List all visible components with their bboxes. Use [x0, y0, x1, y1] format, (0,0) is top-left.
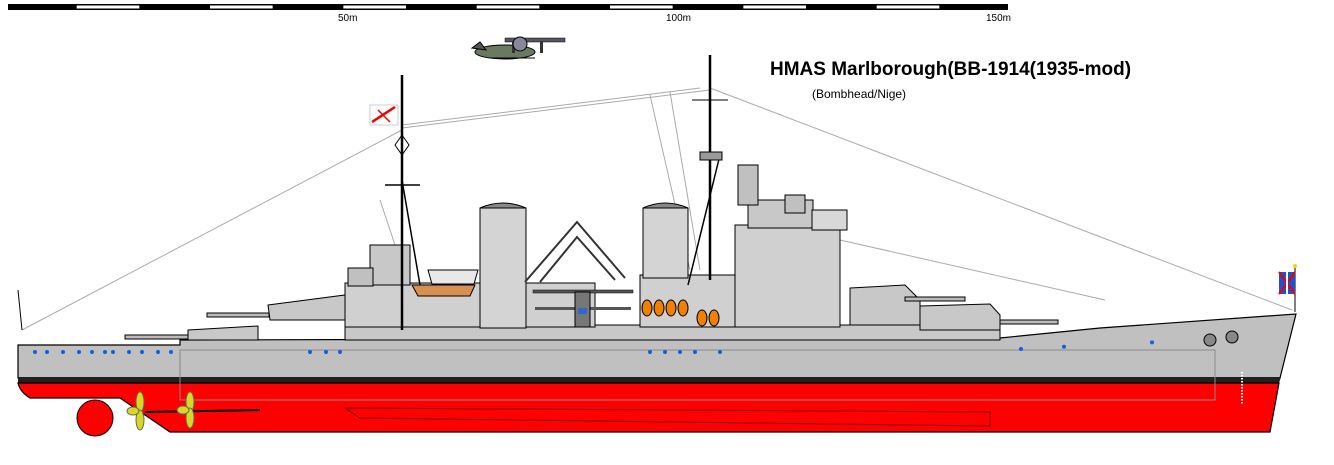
carley-float	[665, 299, 677, 317]
turret-b	[919, 303, 1059, 331]
scale-bar: 50m 100m 150m	[8, 4, 1011, 24]
scale-segment	[343, 5, 406, 9]
white-ensign-flag	[369, 104, 399, 126]
turret-a	[849, 284, 966, 326]
porthole	[77, 350, 81, 354]
propeller-icon	[176, 391, 195, 429]
propeller-shaft	[144, 409, 261, 413]
scale-label-50m: 50m	[338, 13, 357, 24]
porthole	[678, 350, 682, 354]
porthole	[45, 350, 49, 354]
porthole	[90, 350, 94, 354]
aft-control-position	[369, 244, 411, 286]
stern-flagstaff	[17, 289, 23, 331]
carley-float	[641, 299, 653, 317]
scale-segment	[743, 5, 806, 9]
scale-segment	[476, 5, 540, 9]
porthole	[1019, 346, 1023, 351]
carley-float	[653, 299, 665, 317]
ships-boat	[427, 269, 479, 285]
carley-float	[708, 309, 720, 327]
porthole	[693, 350, 697, 354]
porthole	[338, 350, 342, 354]
union-jack-flag	[1278, 264, 1297, 312]
porthole	[308, 350, 312, 354]
rudder	[76, 399, 114, 437]
scale-segment	[610, 5, 673, 9]
turret-y	[124, 325, 259, 341]
ships-boat	[411, 284, 476, 297]
hull-boot-top	[18, 377, 1281, 383]
porthole	[718, 350, 722, 354]
porthole	[648, 350, 652, 354]
porthole	[663, 350, 667, 354]
seaplane-on-catapult	[532, 289, 634, 328]
porthole	[61, 350, 65, 354]
scale-segment	[76, 5, 140, 9]
armor-belt-outline	[179, 349, 1216, 401]
porthole	[1062, 344, 1066, 349]
carley-float	[677, 299, 689, 317]
scale-segment	[210, 5, 273, 9]
hawse-pipe-icon	[1203, 333, 1217, 347]
porthole	[156, 350, 160, 354]
seaplane-in-flight	[470, 36, 566, 60]
scale-label-100m: 100m	[666, 13, 691, 24]
ship-credits: (Bombhead/Nige)	[812, 87, 907, 101]
scale-label-150m: 150m	[986, 13, 1011, 24]
fore-funnel	[642, 207, 689, 279]
hawse-pipe-icon	[1225, 330, 1239, 344]
propeller-icon	[126, 391, 145, 431]
ship-title: HMAS Marlborough(BB-1914(1935-mod)	[770, 59, 1132, 80]
aft-funnel	[479, 207, 527, 329]
porthole	[111, 350, 115, 354]
porthole	[169, 350, 173, 354]
porthole	[33, 350, 37, 354]
turret-x	[206, 294, 346, 321]
aircraft-crane	[524, 220, 626, 283]
bridge-tower	[734, 224, 841, 328]
porthole	[324, 350, 328, 354]
porthole	[127, 350, 131, 354]
porthole	[1150, 340, 1154, 345]
bilge-keel	[343, 407, 991, 427]
porthole	[140, 350, 144, 354]
scale-segment	[876, 5, 940, 9]
carley-float	[696, 309, 708, 327]
porthole	[103, 350, 107, 354]
rigging-lines	[21, 87, 1293, 331]
hull-underwater	[17, 382, 1280, 433]
